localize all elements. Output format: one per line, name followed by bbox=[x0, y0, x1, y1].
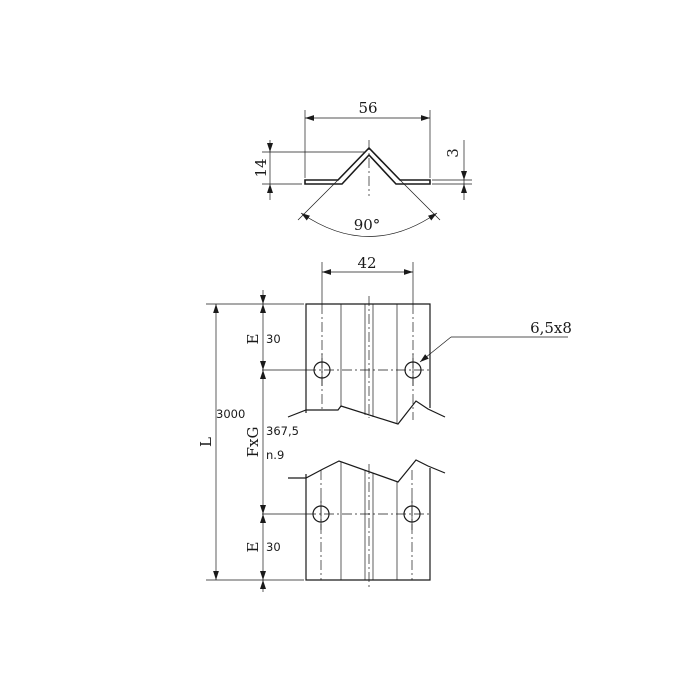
top-end-value: 30 bbox=[266, 332, 281, 346]
overall-length-value: 3000 bbox=[216, 407, 245, 421]
profile-section: 56 14 3 90° bbox=[252, 99, 472, 237]
lower-break-line bbox=[288, 459, 446, 483]
pitch-value: 367,5 bbox=[266, 424, 299, 438]
elevation-view: 42 6,5x8 L 3000 E 30 FxG 367,5 n.9 E 30 bbox=[197, 254, 572, 592]
lower-part-outline bbox=[305, 468, 431, 581]
profile-angle-text: 90° bbox=[354, 216, 381, 234]
overall-length-label: L bbox=[197, 437, 215, 447]
upper-part-outline bbox=[305, 303, 431, 413]
hole-size-text: 6,5x8 bbox=[530, 319, 572, 337]
profile-outline bbox=[304, 146, 431, 185]
upper-break-line bbox=[287, 400, 446, 425]
profile-thickness-text: 3 bbox=[444, 148, 462, 158]
profile-width-text: 56 bbox=[358, 99, 377, 117]
hole-size-leader bbox=[419, 336, 452, 363]
hole-spacing-text: 42 bbox=[357, 254, 376, 272]
pitch-label: FxG bbox=[244, 427, 262, 458]
bottom-end-label: E bbox=[244, 542, 262, 553]
top-end-label: E bbox=[244, 334, 262, 345]
profile-height-text: 14 bbox=[252, 158, 270, 177]
bottom-end-value: 30 bbox=[266, 540, 281, 554]
profile-angle-arc bbox=[300, 212, 438, 237]
pitch-count: n.9 bbox=[266, 448, 284, 462]
